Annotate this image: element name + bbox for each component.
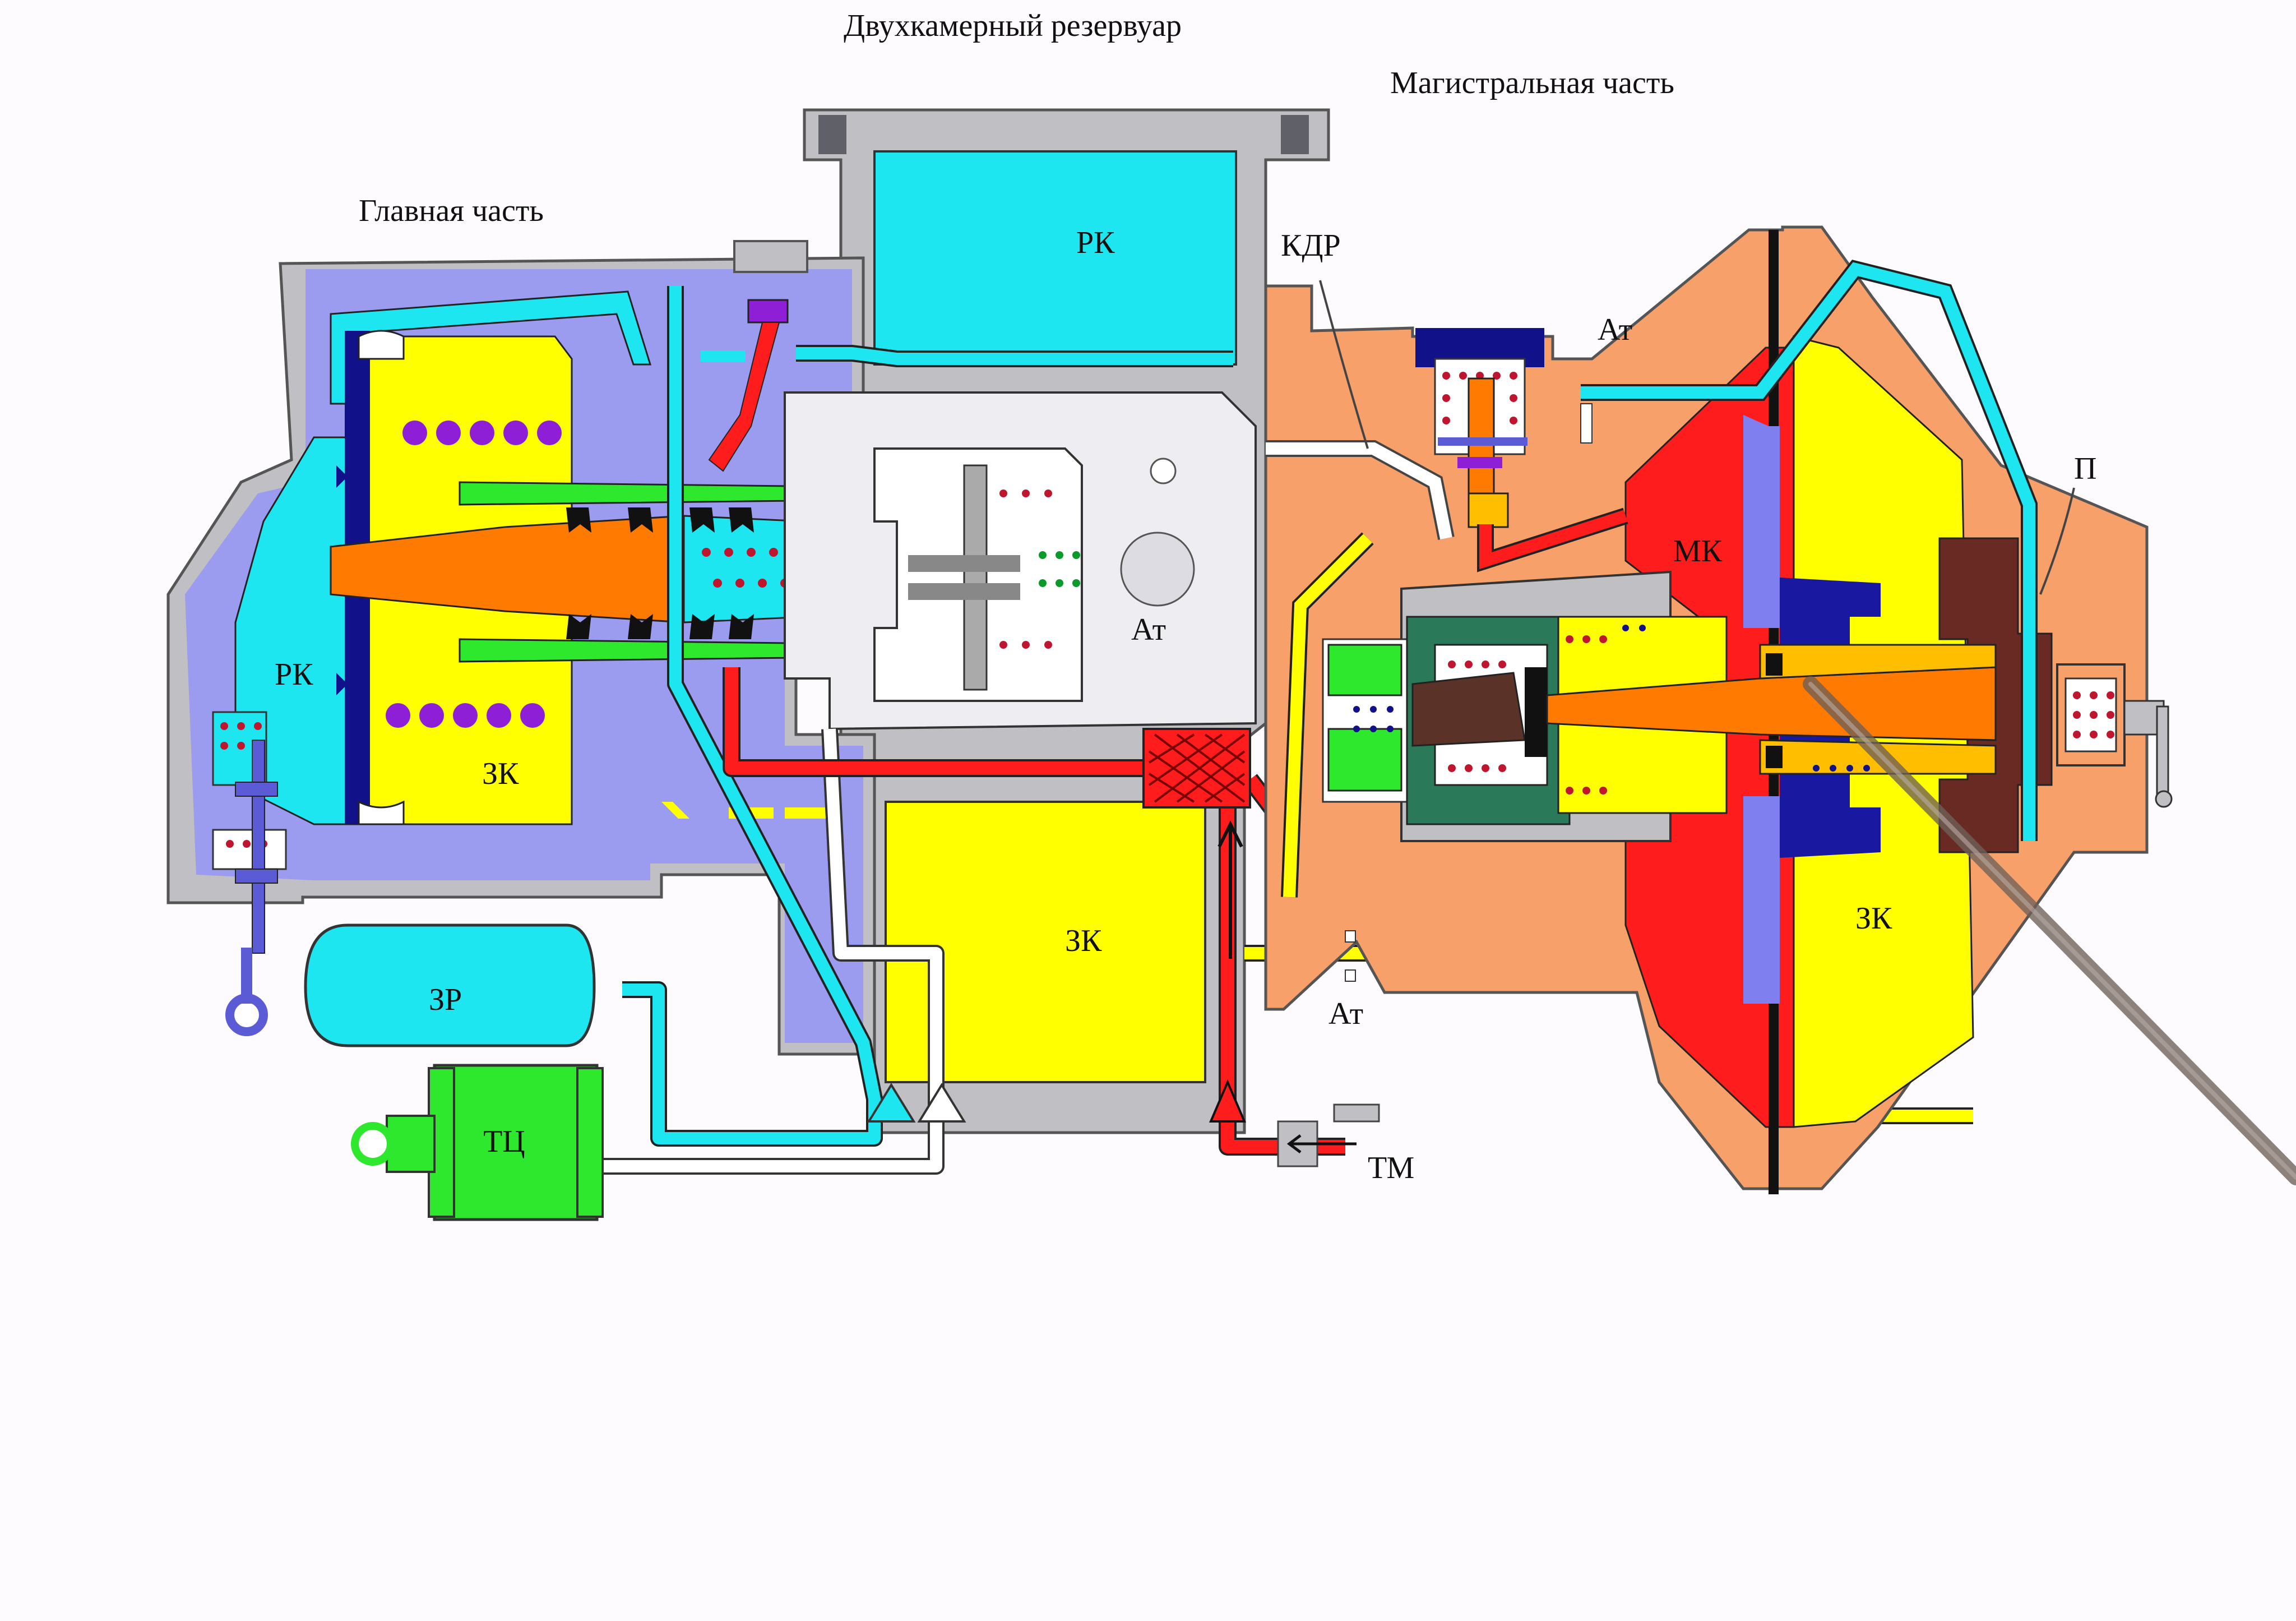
- label-zk-reservoir: ЗК: [1065, 923, 1102, 958]
- line-part-body: [1264, 225, 2173, 1194]
- label-zk-main: ЗК: [482, 756, 519, 791]
- reservoir-title: Двухкамерный резервуар: [844, 8, 1182, 43]
- tc-cylinder: [351, 1064, 604, 1221]
- label-mk: МК: [1673, 534, 1723, 569]
- pointer-stick: [1803, 676, 2296, 1185]
- label-kdr: КДР: [1281, 228, 1341, 263]
- tm-valve: [1277, 1103, 1380, 1167]
- main-part-body: [166, 240, 1257, 1056]
- main-part-title: Главная часть: [359, 193, 544, 228]
- label-at-top: Ат: [1598, 312, 1633, 347]
- label-at-main: Ат: [1131, 612, 1166, 647]
- label-rk-reservoir: РК: [1076, 225, 1115, 260]
- pipe-filters: [867, 1083, 966, 1123]
- label-rk-main: РК: [275, 657, 313, 692]
- label-zk-line: ЗК: [1855, 901, 1892, 936]
- label-tc: ТЦ: [483, 1124, 525, 1159]
- label-p: П: [2074, 451, 2097, 486]
- label-zr: ЗР: [429, 982, 462, 1017]
- red-filter: [1142, 728, 1251, 1123]
- leader-lines: [1319, 280, 2075, 595]
- zr-tank: [304, 923, 596, 1047]
- line-part-title: Магистральная часть: [1390, 66, 1674, 100]
- label-at-bottom: Ат: [1328, 996, 1364, 1031]
- label-tm: ТМ: [1368, 1151, 1415, 1185]
